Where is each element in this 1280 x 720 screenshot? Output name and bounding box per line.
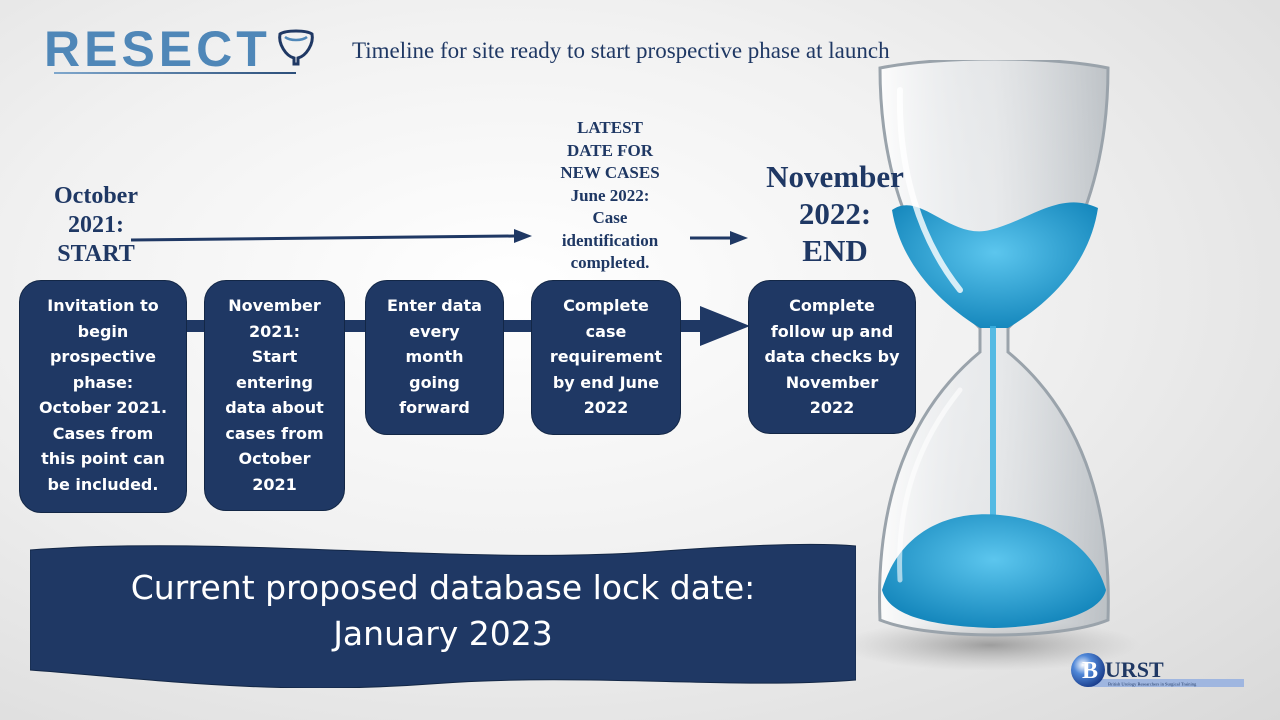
connector-1 xyxy=(186,320,206,332)
resect-logo-text: RESECT xyxy=(44,21,271,77)
connector-2 xyxy=(344,320,366,332)
milestone-start: October 2021: START xyxy=(54,183,138,267)
svg-text:B: B xyxy=(1082,658,1098,684)
banner-line-1: Current proposed database lock date: xyxy=(130,568,756,607)
milestone-latest: LATEST DATE FOR NEW CASES June 2022: Cas… xyxy=(560,118,660,272)
step-box-monthly-entry: Enter data every month going forward xyxy=(365,280,504,435)
step-box-case-requirement: Complete case requirement by end June 20… xyxy=(531,280,681,435)
burst-logo-name: URST xyxy=(1105,657,1164,682)
burst-logo: B URST British Urology Researchers in Su… xyxy=(1071,653,1244,687)
hourglass-image xyxy=(840,60,1140,670)
step-box-start-entering: November 2021: Start entering data about… xyxy=(204,280,345,511)
step-box-invitation: Invitation to begin prospective phase: O… xyxy=(19,280,187,513)
connector-3 xyxy=(503,320,533,332)
step-box-follow-up: Complete follow up and data checks by No… xyxy=(748,280,916,434)
database-lock-banner xyxy=(30,543,856,688)
burst-logo-tagline: British Urology Researchers in Surgical … xyxy=(1108,682,1197,687)
main-arrow-head xyxy=(700,306,750,346)
milestone-end: November 2022: END xyxy=(766,159,904,268)
banner-text: Current proposed database lock date: Jan… xyxy=(30,565,856,657)
page-title: Timeline for site ready to start prospec… xyxy=(352,38,890,63)
banner-line-2: January 2023 xyxy=(333,614,553,653)
connector-4 xyxy=(680,320,704,332)
bladder-icon xyxy=(278,29,314,66)
resect-logo: RESECT xyxy=(44,22,319,82)
top-arrow-line-1 xyxy=(130,234,515,242)
logo-underline xyxy=(54,72,296,74)
top-arrow-head-1 xyxy=(514,229,532,243)
